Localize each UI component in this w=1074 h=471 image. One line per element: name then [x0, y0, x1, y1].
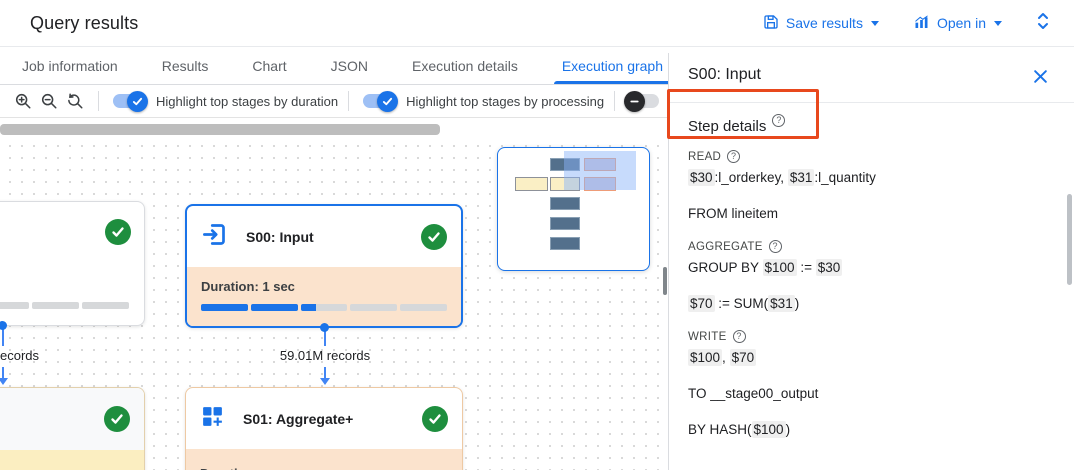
- minimap-stage-rect: [584, 158, 616, 171]
- duration-section: Duration:: [186, 449, 462, 470]
- stage-title: S01: Aggregate+: [243, 410, 354, 427]
- save-results-button[interactable]: Save results: [763, 14, 879, 33]
- edge-line: [323, 367, 326, 379]
- minimap-viewport[interactable]: [564, 151, 636, 190]
- toggle-off-switch[interactable]: [624, 90, 660, 112]
- duration-toggle-label: Highlight top stages by duration: [156, 93, 339, 109]
- stage-card-s00[interactable]: S00: Input Duration: 1 sec: [185, 204, 463, 328]
- minimap-stage-rect: [550, 177, 580, 191]
- minimap-stage-rect: [550, 217, 580, 230]
- toggle-on-switch[interactable]: [363, 90, 399, 112]
- chart-icon: [913, 14, 930, 33]
- header-actions: Save results Open in: [763, 12, 1050, 35]
- duration-section: Duration: 1 sec: [187, 267, 461, 326]
- stage-complete-icon: [421, 223, 447, 250]
- group-by-line: GROUP BY $100 := $30: [688, 259, 843, 276]
- sum-line: $70 := SUM($31): [688, 295, 800, 312]
- write-label: WRITE: [688, 330, 727, 343]
- save-results-label: Save results: [785, 15, 863, 31]
- panel-divider: [669, 102, 1074, 103]
- edge-connector-dot: [320, 323, 329, 332]
- horizontal-scrollbar[interactable]: [0, 124, 440, 135]
- close-icon[interactable]: [1033, 69, 1048, 89]
- to-line: TO __stage00_output: [688, 386, 819, 401]
- minimap-stage-rect: [550, 158, 580, 171]
- panel-scrollbar[interactable]: [1067, 194, 1072, 285]
- help-icon[interactable]: ?: [768, 240, 782, 253]
- tab-execution-graph[interactable]: Execution graph: [553, 47, 672, 84]
- minimap-stage-rect: [515, 177, 548, 191]
- toolbar-divider: [348, 91, 350, 111]
- stage-complete-icon: [104, 406, 130, 432]
- stage-complete-icon: [422, 405, 448, 432]
- stage-complete-icon: [105, 219, 131, 245]
- aggregate-label: AGGREGATE: [688, 240, 763, 253]
- stage-card-partial-bottom[interactable]: [0, 387, 145, 470]
- edge-records-label: 59.01M records: [279, 348, 371, 363]
- aggregate-stage-icon: [200, 404, 225, 434]
- tab-json[interactable]: JSON: [330, 57, 368, 74]
- duration-label-partial: Duration:: [200, 466, 448, 470]
- graph-minimap[interactable]: [497, 147, 650, 271]
- minimap-stage-rect: [584, 177, 616, 191]
- header: Query results Save results Open in: [0, 0, 1074, 47]
- edge-line: [1, 367, 4, 379]
- dropdown-caret-icon: [994, 20, 1002, 26]
- stage-card-partial-top[interactable]: [0, 201, 145, 326]
- graph-canvas[interactable]: S00: Input Duration: 1 sec: [0, 118, 668, 470]
- dropdown-caret-icon: [870, 20, 879, 26]
- help-icon[interactable]: ?: [772, 114, 786, 127]
- zoom-out-icon[interactable]: [36, 89, 62, 113]
- minimap-stage-rect: [550, 237, 580, 250]
- processing-section: [0, 450, 144, 470]
- minimap-stage-rect: [550, 197, 580, 210]
- read-columns-line: $30:l_orderkey, $31:l_quantity: [688, 169, 876, 186]
- tab-chart[interactable]: Chart: [252, 57, 287, 74]
- processing-toggle-label: Highlight top stages by processing: [406, 93, 605, 109]
- step-details-panel: S00: Input Step details ? READ ? $30:l_o…: [667, 53, 1074, 470]
- collapse-expand-button[interactable]: [1036, 12, 1050, 35]
- stage-title: S00: Input: [246, 228, 314, 245]
- open-in-label: Open in: [936, 15, 986, 31]
- write-columns-line: $100, $70: [688, 349, 757, 366]
- tab-results[interactable]: Results: [161, 57, 209, 74]
- save-icon: [763, 14, 779, 33]
- hash-line: BY HASH($100): [688, 421, 791, 438]
- step-details-code: READ ? $30:l_orderkey, $31:l_quantity FR…: [669, 150, 1074, 438]
- edge-line: [1, 329, 4, 346]
- toolbar-divider: [98, 91, 99, 111]
- panel-title: S00: Input: [688, 66, 761, 83]
- help-icon[interactable]: ?: [732, 330, 746, 343]
- duration-progress-bar: [201, 304, 447, 311]
- tab-job-information[interactable]: Job information: [22, 57, 118, 74]
- input-stage-icon: [201, 221, 228, 253]
- tab-execution-details[interactable]: Execution details: [411, 57, 518, 74]
- edge-connector-dot: [0, 321, 7, 330]
- duration-label: Duration: 1 sec: [201, 279, 295, 294]
- page-title: Query results: [30, 12, 139, 33]
- toggle-on-switch[interactable]: [113, 90, 148, 112]
- processing-toggle[interactable]: Highlight top stages by processing: [359, 90, 605, 112]
- help-icon[interactable]: ?: [727, 150, 741, 163]
- zoom-in-icon[interactable]: [10, 89, 36, 113]
- duration-progress-bar: [0, 302, 130, 309]
- edge-line: [323, 331, 326, 346]
- edge-arrowhead-icon: [319, 378, 330, 385]
- toolbar-divider: [614, 91, 616, 111]
- graph-toolbar: Highlight top stages by duration Highlig…: [0, 85, 668, 118]
- zoom-reset-icon[interactable]: [62, 89, 88, 113]
- vertical-scrollbar[interactable]: [663, 267, 667, 295]
- edge-arrowhead-icon: [0, 378, 8, 385]
- stage-card-s01[interactable]: S01: Aggregate+ Duration:: [185, 387, 463, 470]
- duration-toggle[interactable]: Highlight top stages by duration: [109, 90, 339, 112]
- third-toggle[interactable]: [624, 90, 663, 112]
- open-in-button[interactable]: Open in: [913, 14, 1002, 33]
- step-details-heading: Step details: [688, 118, 767, 135]
- from-line: FROM lineitem: [688, 206, 779, 221]
- read-label: READ: [688, 150, 722, 163]
- results-tabbar: Job information Results Chart JSON Execu…: [0, 47, 1074, 85]
- edge-records-label: ecords: [0, 348, 40, 363]
- execution-graph-pane: Highlight top stages by duration Highlig…: [0, 85, 668, 470]
